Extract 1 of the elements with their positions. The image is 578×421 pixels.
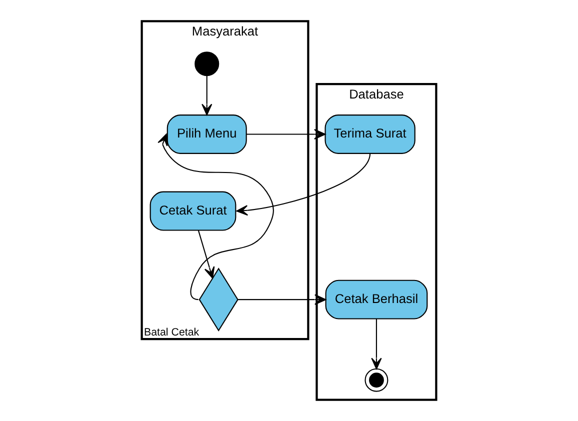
edge-label: Batal Cetak xyxy=(144,326,200,338)
